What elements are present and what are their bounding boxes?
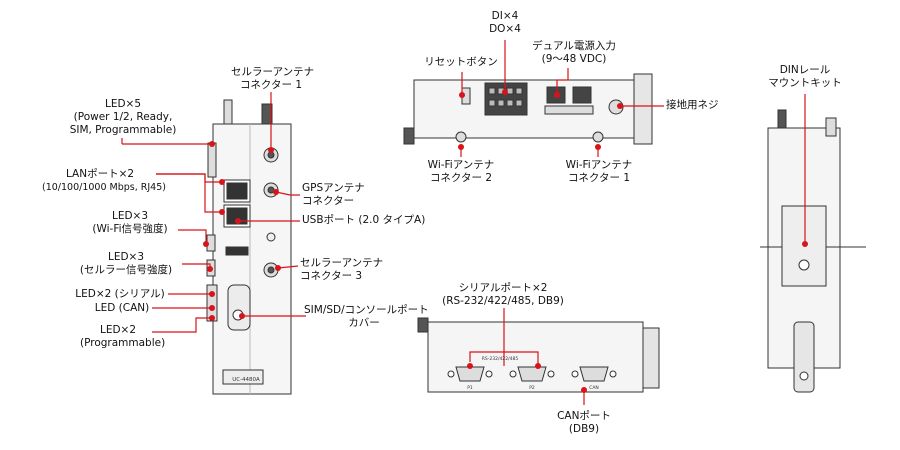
callout-led3-cell: LED×3 (セルラー信号強度) xyxy=(70,251,182,277)
port-type-label: RS-232/422/485 xyxy=(482,356,519,362)
callout-gps: GPSアンテナ コネクター xyxy=(302,182,382,208)
callout-line: (RS-232/422/485, DB9) xyxy=(442,295,564,307)
callout-line: Wi-Fiアンテナ xyxy=(565,159,633,171)
port-p1-label: P1 xyxy=(467,385,473,391)
callout-line: GPSアンテナ xyxy=(302,182,365,194)
callout-line: デュアル電源入力 xyxy=(532,40,616,52)
callout-line: LED×2 (シリアル) xyxy=(75,288,165,300)
callout-line: DINレール xyxy=(779,64,831,76)
callout-din: DINレール マウントキット xyxy=(762,64,848,90)
callout-line: セルラーアンテナ xyxy=(231,66,315,78)
callout-line: コネクター 1 xyxy=(239,79,303,91)
callout-line: SIM, Programmable) xyxy=(69,124,177,136)
callout-line: コネクター 1 xyxy=(567,172,631,184)
callout-line: シリアルポート×2 xyxy=(458,282,548,294)
callout-line: カバー xyxy=(348,317,380,329)
callout-line: DI×4 xyxy=(491,10,519,22)
callout-line: リセットボタン xyxy=(424,56,498,68)
callout-reset: リセットボタン xyxy=(416,56,506,69)
callout-lines xyxy=(121,40,806,405)
callout-line: LED×3 xyxy=(111,210,149,222)
callout-line: LED×2 xyxy=(99,324,137,336)
top-view xyxy=(403,73,653,145)
callout-line: マウントキット xyxy=(768,77,842,89)
port-can-label: CAN xyxy=(589,385,599,391)
callout-wifi2: Wi-Fiアンテナ コネクター 2 xyxy=(420,159,502,185)
callout-line: (Programmable) xyxy=(80,337,166,349)
callout-line: 接地用ネジ xyxy=(666,99,719,111)
front-view xyxy=(206,99,292,395)
callout-line: USBポート (2.0 タイプA) xyxy=(302,214,426,226)
callout-serial: シリアルポート×2 (RS-232/422/485, DB9) xyxy=(438,282,568,308)
callout-line: LED (CAN) xyxy=(94,302,150,314)
callout-led-can: LED (CAN) xyxy=(92,302,152,315)
callout-line: LANポート×2 xyxy=(65,168,135,180)
callout-cell-antenna-1: セルラーアンテナ コネクター 1 xyxy=(231,66,315,92)
callout-usb: USBポート (2.0 タイプA) xyxy=(302,214,432,227)
callout-line: セルラーアンテナ xyxy=(300,257,384,269)
callout-cell-antenna-3: セルラーアンテナ コネクター 3 xyxy=(300,257,390,283)
callout-line: LED×5 xyxy=(104,98,142,110)
callout-line: (DB9) xyxy=(568,423,600,435)
callout-power: デュアル電源入力 (9〜48 VDC) xyxy=(524,40,624,66)
callout-line: (9〜48 VDC) xyxy=(541,53,607,65)
callout-line: LED×3 xyxy=(107,251,145,263)
callout-lan: LANポート×2 (10/100/1000 Mbps, RJ45) xyxy=(42,168,166,194)
callout-sim-cover: SIM/SD/コンソールポート カバー xyxy=(304,304,429,330)
callout-line: コネクター 3 xyxy=(300,270,363,282)
callout-led3-wifi: LED×3 (Wi-Fi信号強度) xyxy=(80,210,180,236)
port-p2-label: P2 xyxy=(529,385,535,391)
callout-can: CANポート (DB9) xyxy=(552,410,616,436)
side-view xyxy=(760,109,866,393)
callout-ground: 接地用ネジ xyxy=(666,99,736,112)
callout-line: CANポート xyxy=(557,410,611,422)
callout-line: コネクター xyxy=(302,195,355,207)
callout-led5: LED×5 (Power 1/2, Ready, SIM, Programmab… xyxy=(68,98,178,137)
callout-line: (セルラー信号強度) xyxy=(79,264,173,276)
callout-line: (Power 1/2, Ready, xyxy=(73,111,173,123)
callout-line: (10/100/1000 Mbps, RJ45) xyxy=(42,182,166,193)
bottom-view xyxy=(417,317,660,393)
callout-wifi1: Wi-Fiアンテナ コネクター 1 xyxy=(558,159,640,185)
callout-line: DO×4 xyxy=(489,23,521,35)
callout-line: Wi-Fiアンテナ xyxy=(427,159,495,171)
callout-led2-serial: LED×2 (シリアル) xyxy=(72,288,168,301)
callout-dio: DI×4 DO×4 xyxy=(478,10,532,36)
callout-line: コネクター 2 xyxy=(429,172,493,184)
callout-markers xyxy=(203,89,808,393)
model-label: UC-4480A xyxy=(232,377,260,383)
callout-line: SIM/SD/コンソールポート xyxy=(304,304,429,316)
callout-line: (Wi-Fi信号強度) xyxy=(92,223,168,235)
callout-led2-prog: LED×2 (Programmable) xyxy=(80,324,166,350)
